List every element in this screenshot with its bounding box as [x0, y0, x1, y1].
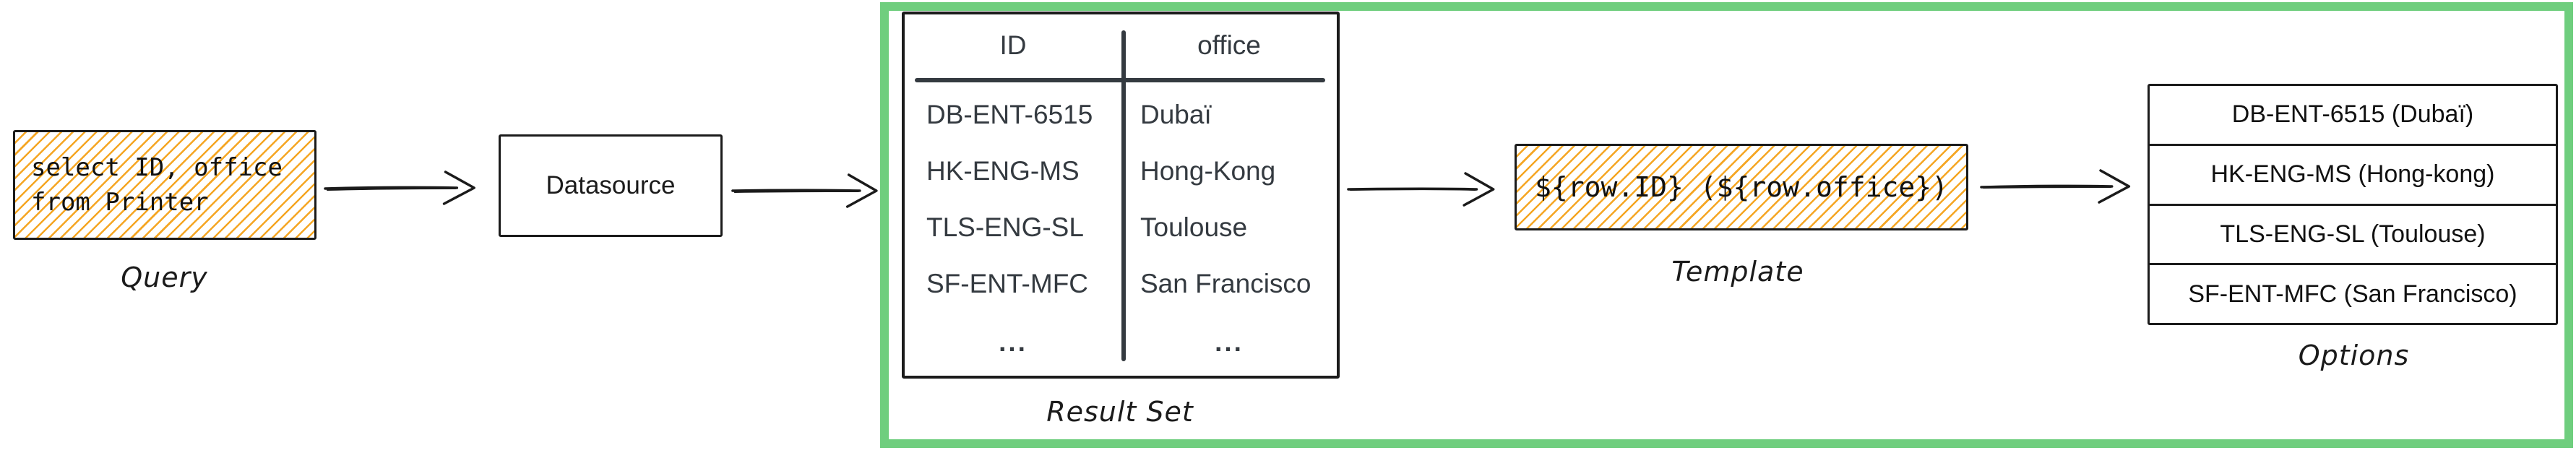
- table-row: SF-ENT-MFC San Francisco: [905, 256, 1337, 312]
- arrow-right-icon: [1980, 163, 2143, 210]
- template-label: Template: [1671, 256, 1804, 288]
- table-row: TLS-ENG-SL Toulouse: [905, 199, 1337, 256]
- table-cell-id: TLS-ENG-SL: [926, 212, 1084, 242]
- datasource-title: Datasource: [546, 171, 676, 199]
- arrow-right-icon: [1347, 166, 1507, 212]
- table-cell-id: DB-ENT-6515: [926, 100, 1093, 129]
- options-list: DB-ENT-6515 (Dubaï) HK-ENG-MS (Hong-kong…: [2148, 84, 2558, 325]
- option-item: DB-ENT-6515 (Dubaï): [2231, 100, 2474, 129]
- option-item: HK-ENG-MS (Hong-kong): [2150, 143, 2556, 204]
- table-cell-id: HK-ENG-MS: [926, 156, 1080, 186]
- highlight-frame: [880, 2, 2573, 448]
- arrow-template-to-options: [1980, 163, 2143, 210]
- arrow-right-icon: [731, 168, 890, 214]
- column-header-office: office: [1197, 30, 1261, 60]
- table-cell-office: San Francisco: [1140, 269, 1311, 298]
- table-row: DB-ENT-6515 Dubaï: [905, 87, 1337, 143]
- option-item: TLS-ENG-SL (Toulouse): [2150, 203, 2556, 264]
- result-set-table: ID office DB-ENT-6515 Dubaï HK-ENG-MS Ho…: [902, 12, 1340, 379]
- table-cell-office: ...: [1215, 327, 1244, 357]
- datasource-box: Datasource: [499, 134, 723, 237]
- column-header-id: ID: [999, 30, 1027, 60]
- template-code: ${row.ID} (${row.office}): [1535, 171, 1948, 203]
- query-box: select ID, office from Printer: [13, 130, 316, 240]
- arrow-datasource-to-resultset: [731, 168, 890, 214]
- table-body: DB-ENT-6515 Dubaï HK-ENG-MS Hong-Kong TL…: [905, 87, 1337, 373]
- arrow-resultset-to-template: [1347, 166, 1507, 212]
- query-label: Query: [121, 262, 208, 293]
- query-code: select ID, office from Printer: [31, 152, 283, 217]
- column-divider: [1121, 30, 1126, 361]
- table-cell-office: Toulouse: [1140, 212, 1248, 242]
- arrow-query-to-datasource: [324, 165, 488, 211]
- option-item: SF-ENT-MFC (San Francisco): [2150, 263, 2556, 323]
- table-cell-id: ...: [999, 327, 1028, 357]
- template-box: ${row.ID} (${row.office}): [1515, 144, 1968, 230]
- ellipsis-row: ... ...: [905, 312, 1337, 373]
- table-cell-office: Hong-Kong: [1140, 156, 1276, 186]
- table-header-row: ID office: [905, 14, 1337, 77]
- arrow-right-icon: [324, 165, 488, 211]
- options-label: Options: [2298, 340, 2410, 371]
- table-row: HK-ENG-MS Hong-Kong: [905, 143, 1337, 199]
- table-cell-id: SF-ENT-MFC: [926, 269, 1089, 298]
- table-cell-office: Dubaï: [1140, 100, 1212, 129]
- result-set-label: Result Set: [1046, 396, 1194, 428]
- header-underline: [915, 78, 1325, 82]
